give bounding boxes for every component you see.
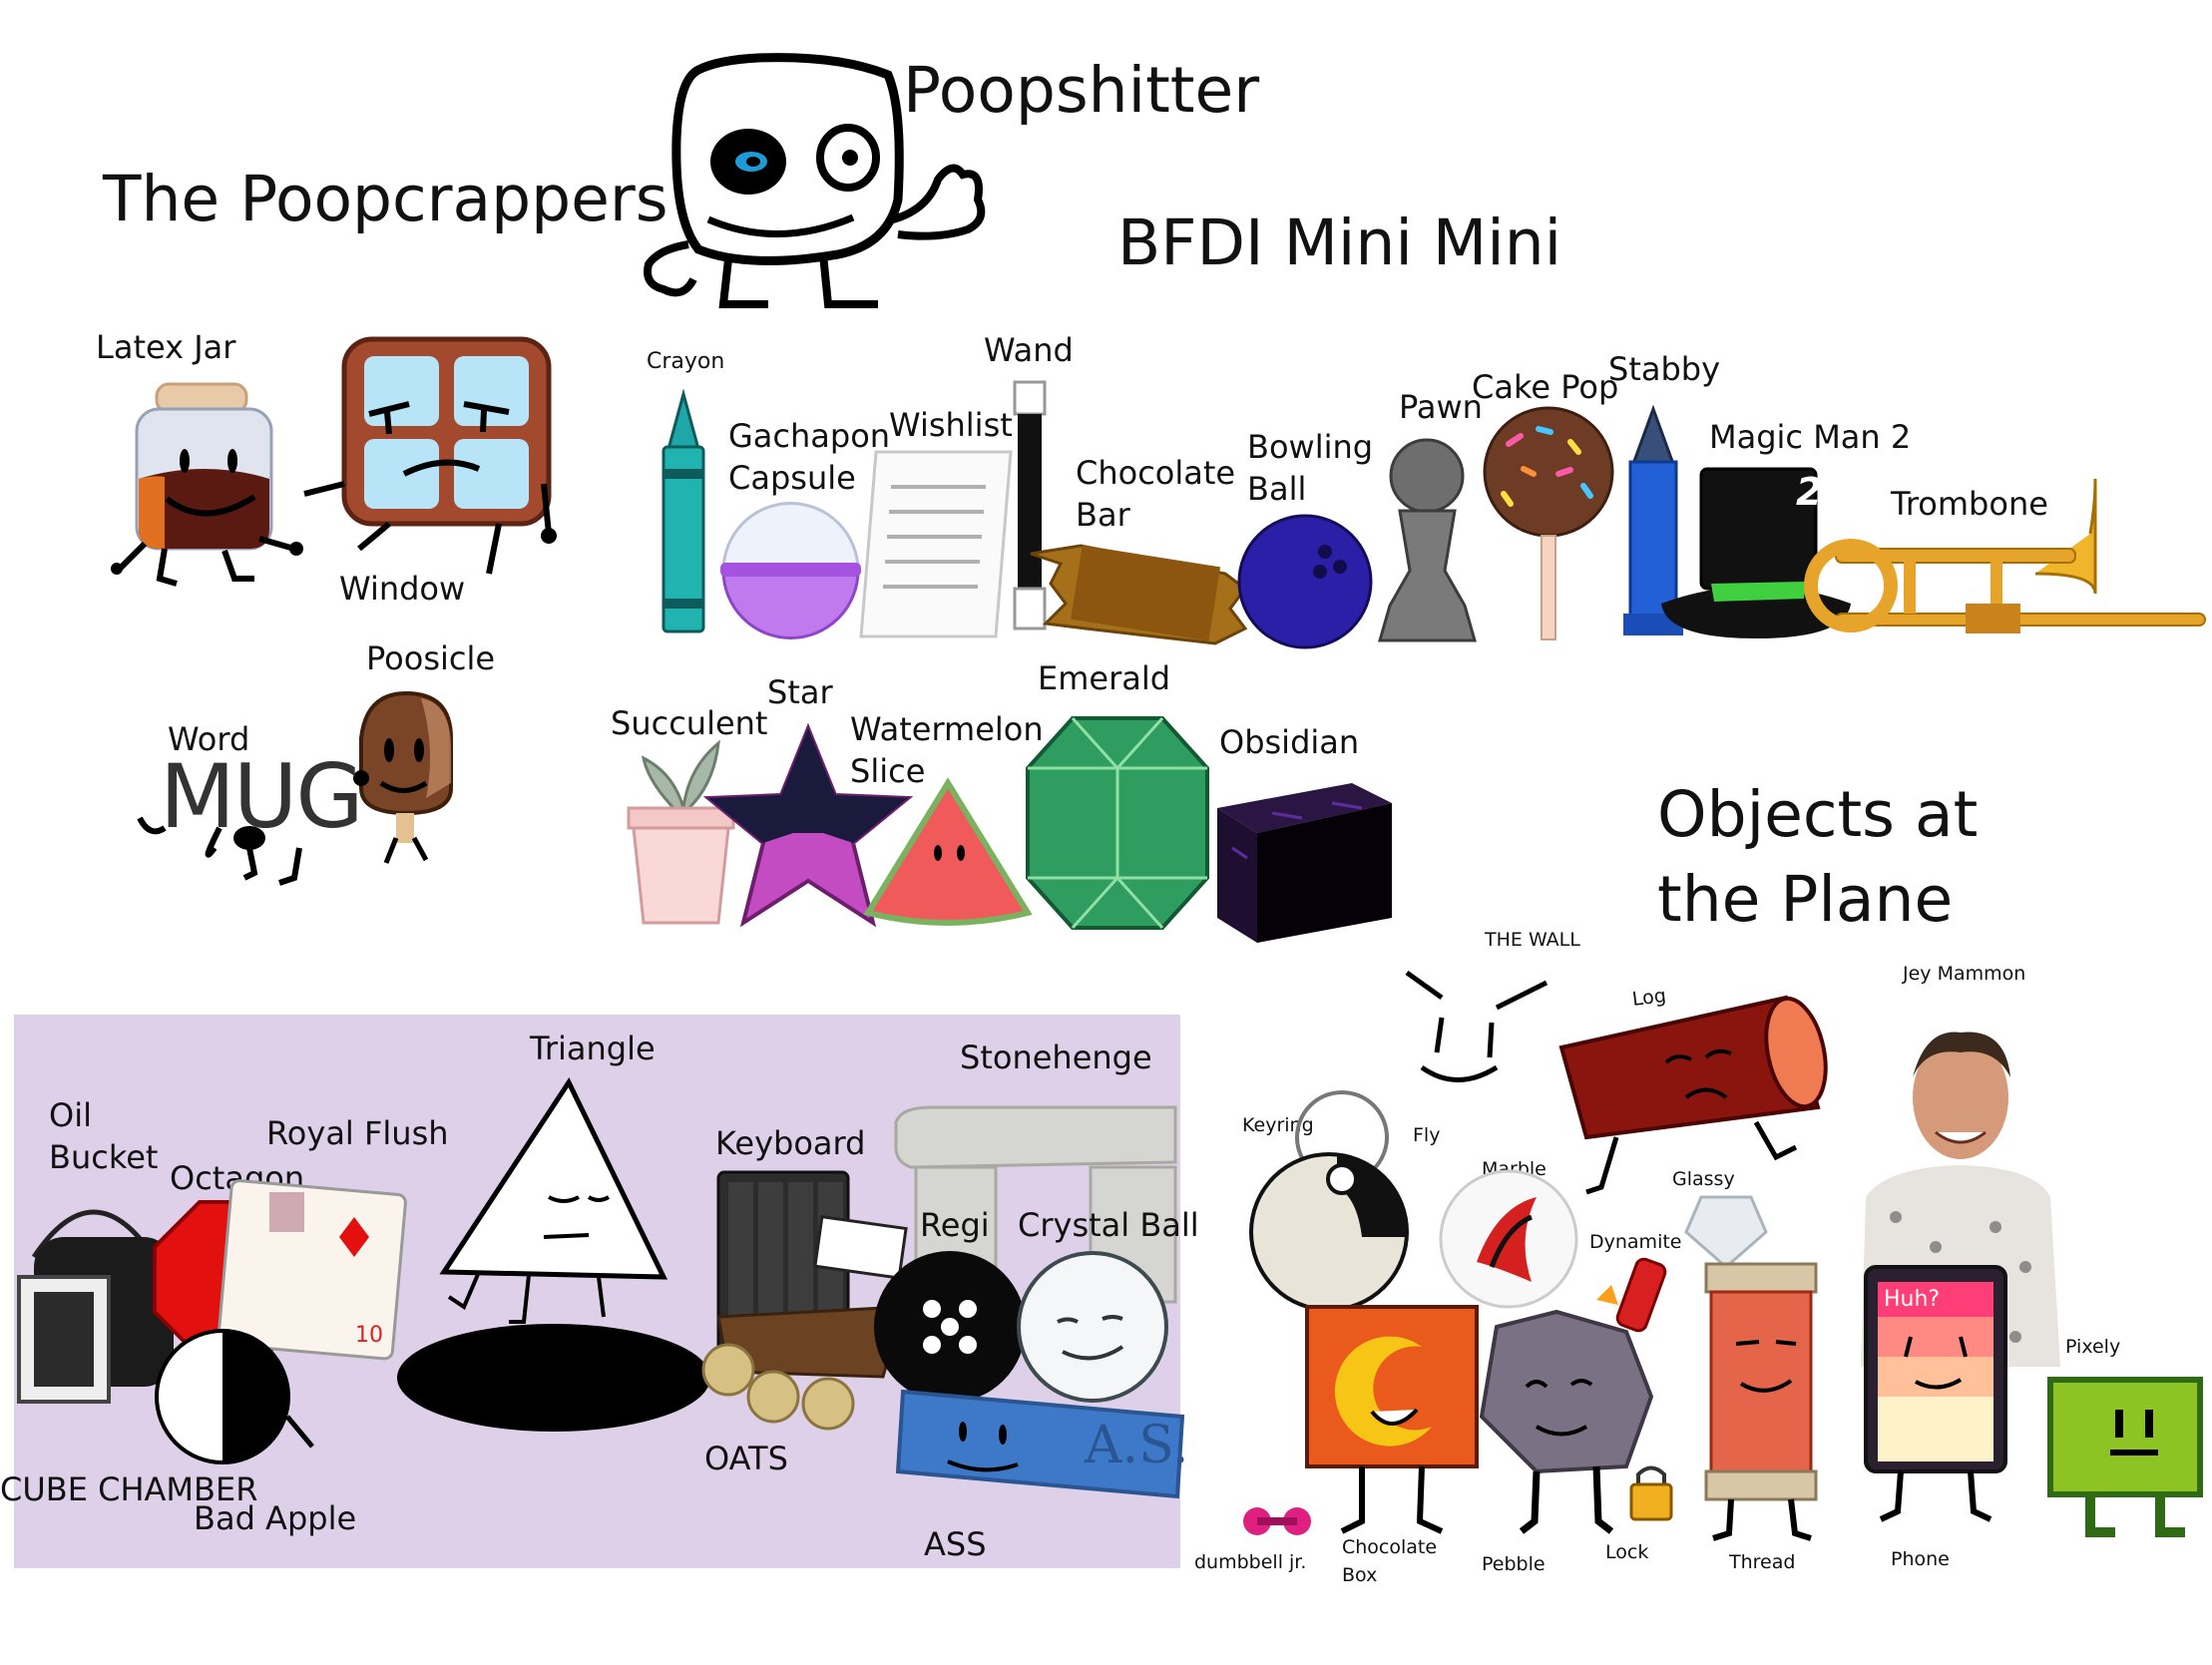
pebble-character	[1479, 1309, 1654, 1534]
window-character	[303, 336, 557, 575]
emerald-character	[1026, 716, 1209, 930]
label-poosicle: Poosicle	[366, 639, 496, 677]
label-bowling-ball: Bowling Ball	[1247, 428, 1374, 508]
stabby-character	[1623, 404, 1683, 635]
label-glassy: Glassy	[1672, 1168, 1735, 1190]
watermelon-slice-character	[863, 777, 1033, 926]
label-cake-pop: Cake Pop	[1472, 368, 1619, 406]
cake-pop-character	[1483, 406, 1614, 640]
label-ass: ASS	[924, 1525, 987, 1563]
magic-man-2-character	[1661, 467, 1851, 638]
label-regi: Regi	[920, 1206, 990, 1244]
label-pebble: Pebble	[1482, 1553, 1546, 1575]
royal-flush-character	[217, 1179, 407, 1361]
lock-character	[1629, 1465, 1673, 1521]
keyring-character	[1249, 1090, 1409, 1312]
word-character-limbs	[137, 816, 302, 886]
phone-screen-text: Huh?	[1884, 1287, 1941, 1312]
crayon-character	[662, 388, 705, 633]
black-hole	[397, 1324, 710, 1432]
pawn-character	[1378, 438, 1477, 642]
label-phone: Phone	[1891, 1548, 1950, 1570]
label-bad-apple: Bad Apple	[194, 1499, 357, 1537]
label-cube-chamber: CUBE CHAMBER	[0, 1470, 258, 1508]
obsidian-character	[1217, 783, 1392, 943]
poopshitter-character	[644, 53, 986, 308]
label-pixely: Pixely	[2065, 1336, 2121, 1358]
label-fly: Fly	[1413, 1124, 1441, 1146]
label-triangle: Triangle	[530, 1030, 656, 1067]
latex-jar-character	[111, 382, 303, 587]
triangle-character	[439, 1076, 668, 1324]
label-word: Word	[168, 720, 250, 758]
label-wishlist: Wishlist	[889, 406, 1013, 444]
poosicle-character	[353, 690, 453, 864]
wand-character	[1013, 380, 1047, 630]
title-the-poopcrappers: The Poopcrappers	[103, 163, 668, 235]
the-wall-character	[1405, 970, 1548, 1082]
log-character	[1558, 995, 1828, 1195]
label-window: Window	[339, 570, 466, 608]
label-the-wall: THE WALL	[1485, 929, 1580, 951]
phone-character	[1864, 1265, 2007, 1522]
label-dynamite: Dynamite	[1589, 1231, 1682, 1253]
title-bfdi-mini-mini: BFDI Mini Mini	[1117, 207, 1562, 279]
trombone-character	[1804, 478, 2206, 633]
oil-bucket-character	[17, 1209, 174, 1404]
royal-flush-card-value: 10	[355, 1323, 383, 1348]
title-poopshitter: Poopshitter	[903, 54, 1260, 127]
label-thread: Thread	[1729, 1551, 1796, 1573]
gachapon-capsule-character	[720, 502, 861, 639]
label-star: Star	[767, 673, 833, 711]
pixely-character	[2047, 1377, 2203, 1537]
label-royal-flush: Royal Flush	[266, 1114, 449, 1152]
thread-character	[1704, 1262, 1818, 1541]
marble-character	[1439, 1169, 1578, 1309]
chocolate-bar-character	[1030, 544, 1248, 645]
label-chocolate-bar: Chocolate Bar	[1076, 454, 1236, 534]
label-obsidian: Obsidian	[1219, 723, 1360, 761]
label-gachapon-capsule: Gachapon Capsule	[728, 417, 891, 497]
label-dumbbell-jr: dumbbell jr.	[1194, 1551, 1307, 1573]
wishlist-character	[859, 450, 1013, 638]
ass-sign-text: A.S.	[1085, 1416, 1189, 1475]
bowling-ball-character	[1237, 514, 1373, 649]
title-objects-at-the-plane: Objects at the Plane	[1657, 778, 1979, 936]
magic-man-2-badge: 2	[1796, 470, 1823, 514]
crystal-ball-character	[1017, 1251, 1168, 1403]
label-pawn: Pawn	[1399, 388, 1483, 426]
label-lock: Lock	[1605, 1541, 1649, 1563]
label-magic-man-2: Magic Man 2	[1709, 418, 1912, 456]
oats-character	[701, 1343, 855, 1431]
chocolate-box-character	[1305, 1305, 1479, 1534]
label-stonehenge: Stonehenge	[960, 1039, 1152, 1076]
label-chocolate-box: Chocolate Box	[1342, 1536, 1438, 1586]
label-watermelon-slice: Watermelon Slice	[850, 710, 1044, 790]
dumbbell-jr-character	[1243, 1507, 1311, 1535]
label-wand: Wand	[984, 331, 1074, 369]
label-emerald: Emerald	[1038, 659, 1171, 697]
bad-apple-character	[155, 1329, 314, 1464]
label-keyboard: Keyboard	[715, 1124, 866, 1162]
label-crayon: Crayon	[647, 349, 725, 374]
label-latex-jar: Latex Jar	[96, 328, 236, 366]
succulent-character	[627, 739, 735, 925]
star-character	[702, 722, 914, 928]
label-oil-bucket: Oil Bucket	[49, 1096, 159, 1176]
label-jey-mammon: Jey Mammon	[1903, 963, 2026, 985]
label-oats: OATS	[704, 1440, 788, 1477]
ass-character	[895, 1389, 1185, 1499]
dynamite-character	[1596, 1257, 1667, 1333]
label-stabby: Stabby	[1608, 350, 1721, 388]
glassy-character	[1684, 1195, 1768, 1269]
regi-character	[874, 1251, 1026, 1403]
label-succulent: Succulent	[611, 704, 768, 742]
label-trombone: Trombone	[1891, 485, 2048, 523]
label-crystal-ball: Crystal Ball	[1018, 1206, 1199, 1244]
keyboard-character	[716, 1170, 908, 1379]
